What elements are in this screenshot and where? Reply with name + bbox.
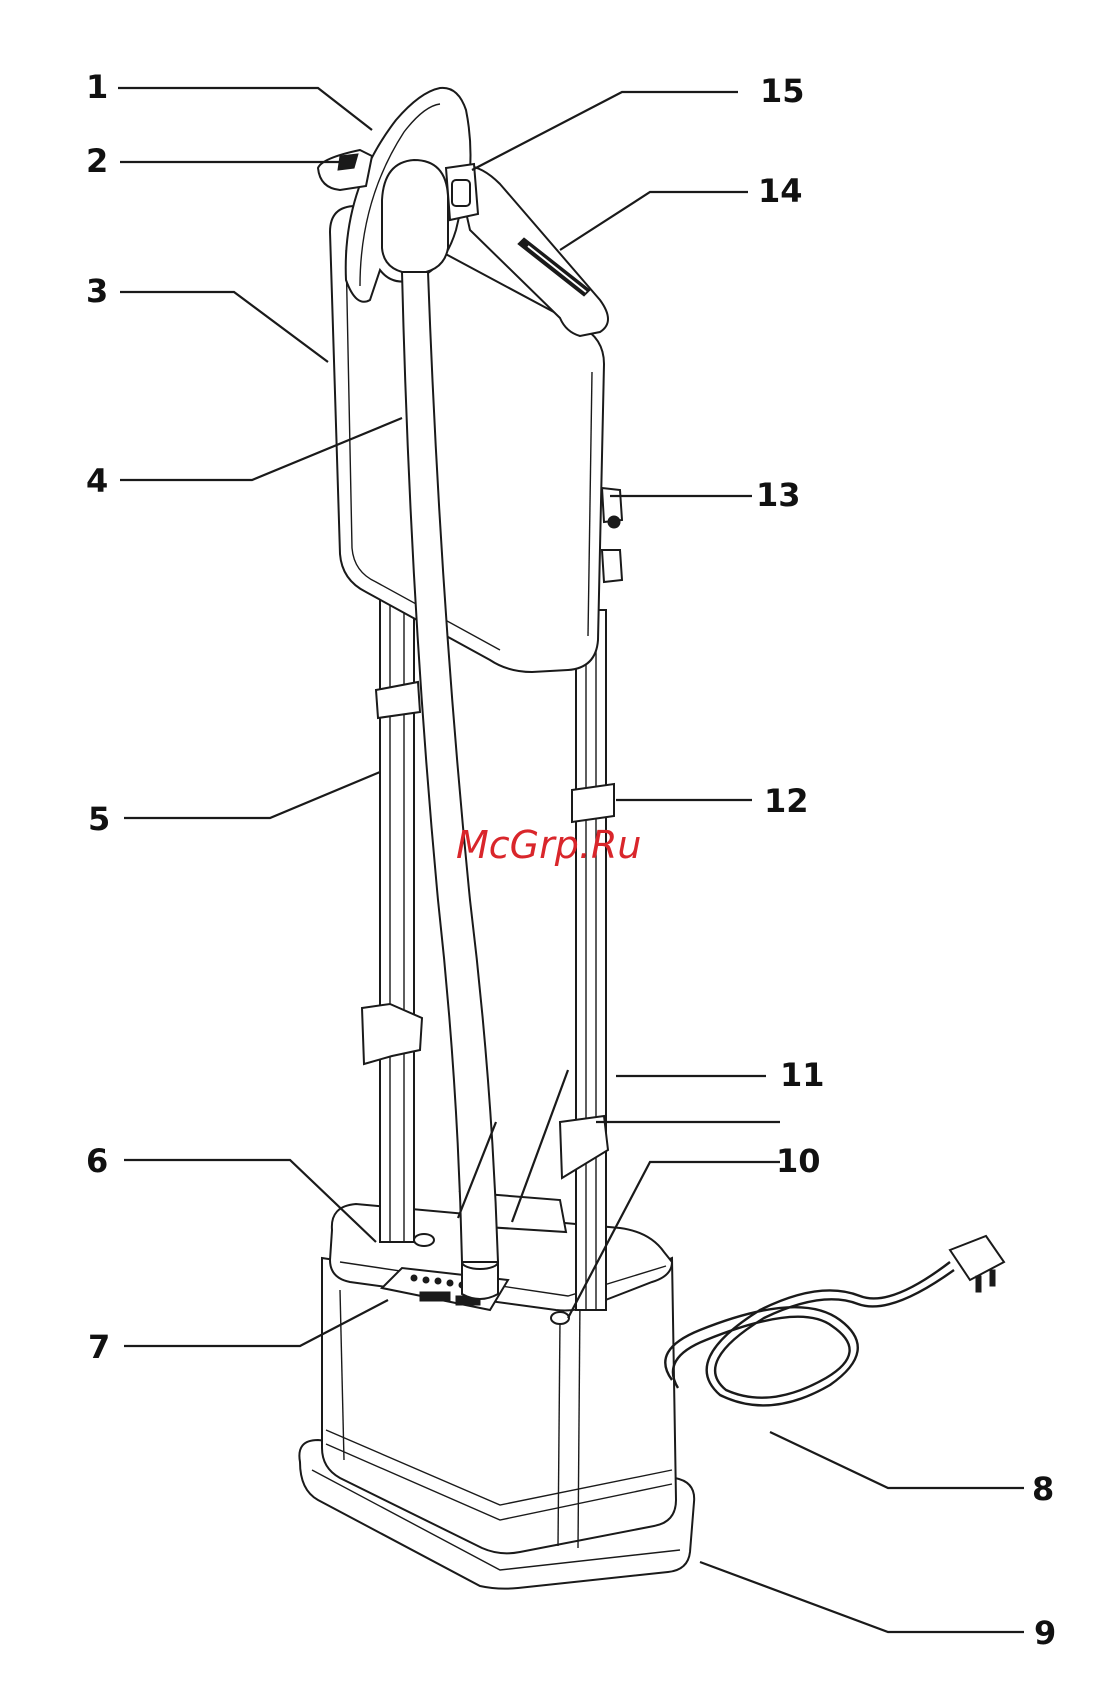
- callout-3: 3: [86, 272, 108, 310]
- callout-7: 7: [88, 1328, 110, 1366]
- callout-14: 14: [758, 172, 803, 210]
- power-cord: [665, 1236, 1004, 1405]
- callout-15: 15: [760, 72, 805, 110]
- tank-button-left: [414, 1234, 434, 1246]
- power-plug: [950, 1236, 1004, 1280]
- left-pole: [380, 570, 414, 1242]
- right-pole: [576, 610, 606, 1310]
- callout-12: 12: [764, 782, 809, 820]
- callout-1: 1: [86, 68, 108, 106]
- pole-clip-upper-right: [572, 784, 614, 822]
- hanger-board: [318, 88, 622, 672]
- steam-head-face: [382, 160, 448, 274]
- callout-2: 2: [86, 142, 108, 180]
- side-hook-lower: [602, 550, 622, 582]
- callout-11: 11: [780, 1056, 825, 1094]
- callout-4: 4: [86, 462, 108, 500]
- callout-6: 6: [86, 1142, 108, 1180]
- callout-8: 8: [1032, 1470, 1054, 1508]
- callout-5: 5: [88, 800, 110, 838]
- callout-10: 10: [776, 1142, 821, 1180]
- tank-button-right: [551, 1312, 569, 1324]
- watermark: McGrp.Ru: [456, 823, 641, 867]
- callout-13: 13: [756, 476, 801, 514]
- callout-9: 9: [1034, 1614, 1056, 1652]
